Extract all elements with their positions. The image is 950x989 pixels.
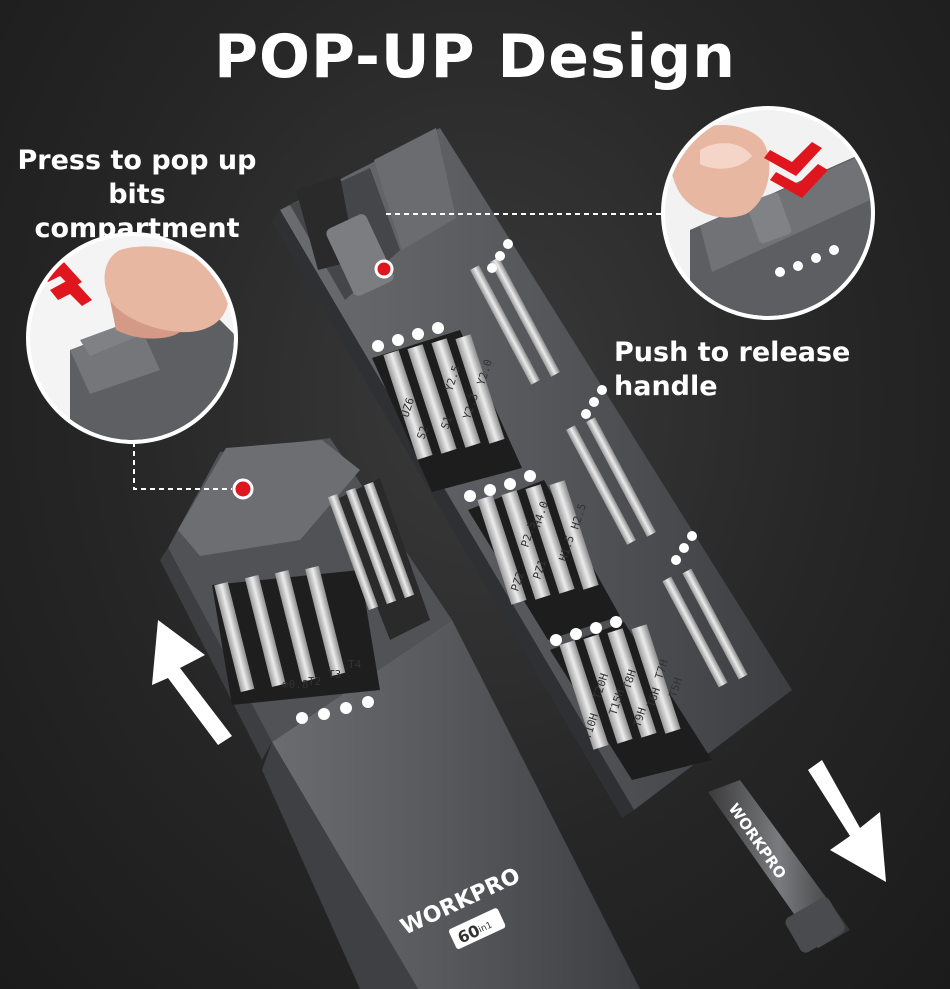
bit [305, 565, 346, 677]
bit-label: S2 [414, 424, 430, 441]
bit-label: S1 [438, 414, 454, 431]
bit-row-3 [559, 624, 681, 750]
down-arrow-icon [808, 760, 886, 882]
release-callout-caption: Push to release handle [614, 337, 851, 402]
bit-row-2 [477, 480, 599, 605]
bit [274, 569, 316, 683]
release-slider [326, 214, 394, 296]
bit-label: T4 [348, 658, 362, 671]
bit-label: PZ2 [508, 570, 527, 593]
left-handle-body [272, 620, 640, 989]
bit-label: UZ6 [398, 396, 417, 419]
right-tool: WORKPRO [272, 128, 850, 953]
left-tool: ⊙0.8 T2 T3 T4 WORKPRO 60 in1 [160, 438, 640, 989]
bit-label: T3 [328, 668, 341, 681]
bit [214, 582, 255, 693]
bit-label: T7H [652, 658, 671, 681]
left-top-face [178, 440, 360, 556]
bit-label: T2 [308, 675, 321, 688]
bit-label: T5H [666, 676, 685, 699]
right-tool-body [280, 128, 792, 810]
bit-row-1 [383, 334, 505, 460]
page-title: POP-UP Design [214, 22, 736, 92]
press-callout-caption: Press to pop up bits compartment [17, 145, 257, 244]
up-arrow-icon [152, 620, 232, 745]
bit-label: T6H [644, 686, 663, 709]
release-button [374, 259, 394, 279]
bit-label: PZ1 [530, 558, 549, 581]
left-bit-group [214, 565, 346, 693]
side-bit-strip [470, 257, 748, 688]
pop-up-button [232, 478, 254, 500]
bit-label: T8H [620, 668, 639, 691]
press-callout [26, 232, 238, 490]
release-callout [386, 106, 875, 320]
bit-label: ⊙0.8 [282, 678, 309, 691]
bit-label: T9H [630, 706, 649, 729]
bit-compartment-2 [468, 480, 620, 640]
bit [244, 574, 286, 688]
bit-compartment-1 [372, 330, 522, 492]
